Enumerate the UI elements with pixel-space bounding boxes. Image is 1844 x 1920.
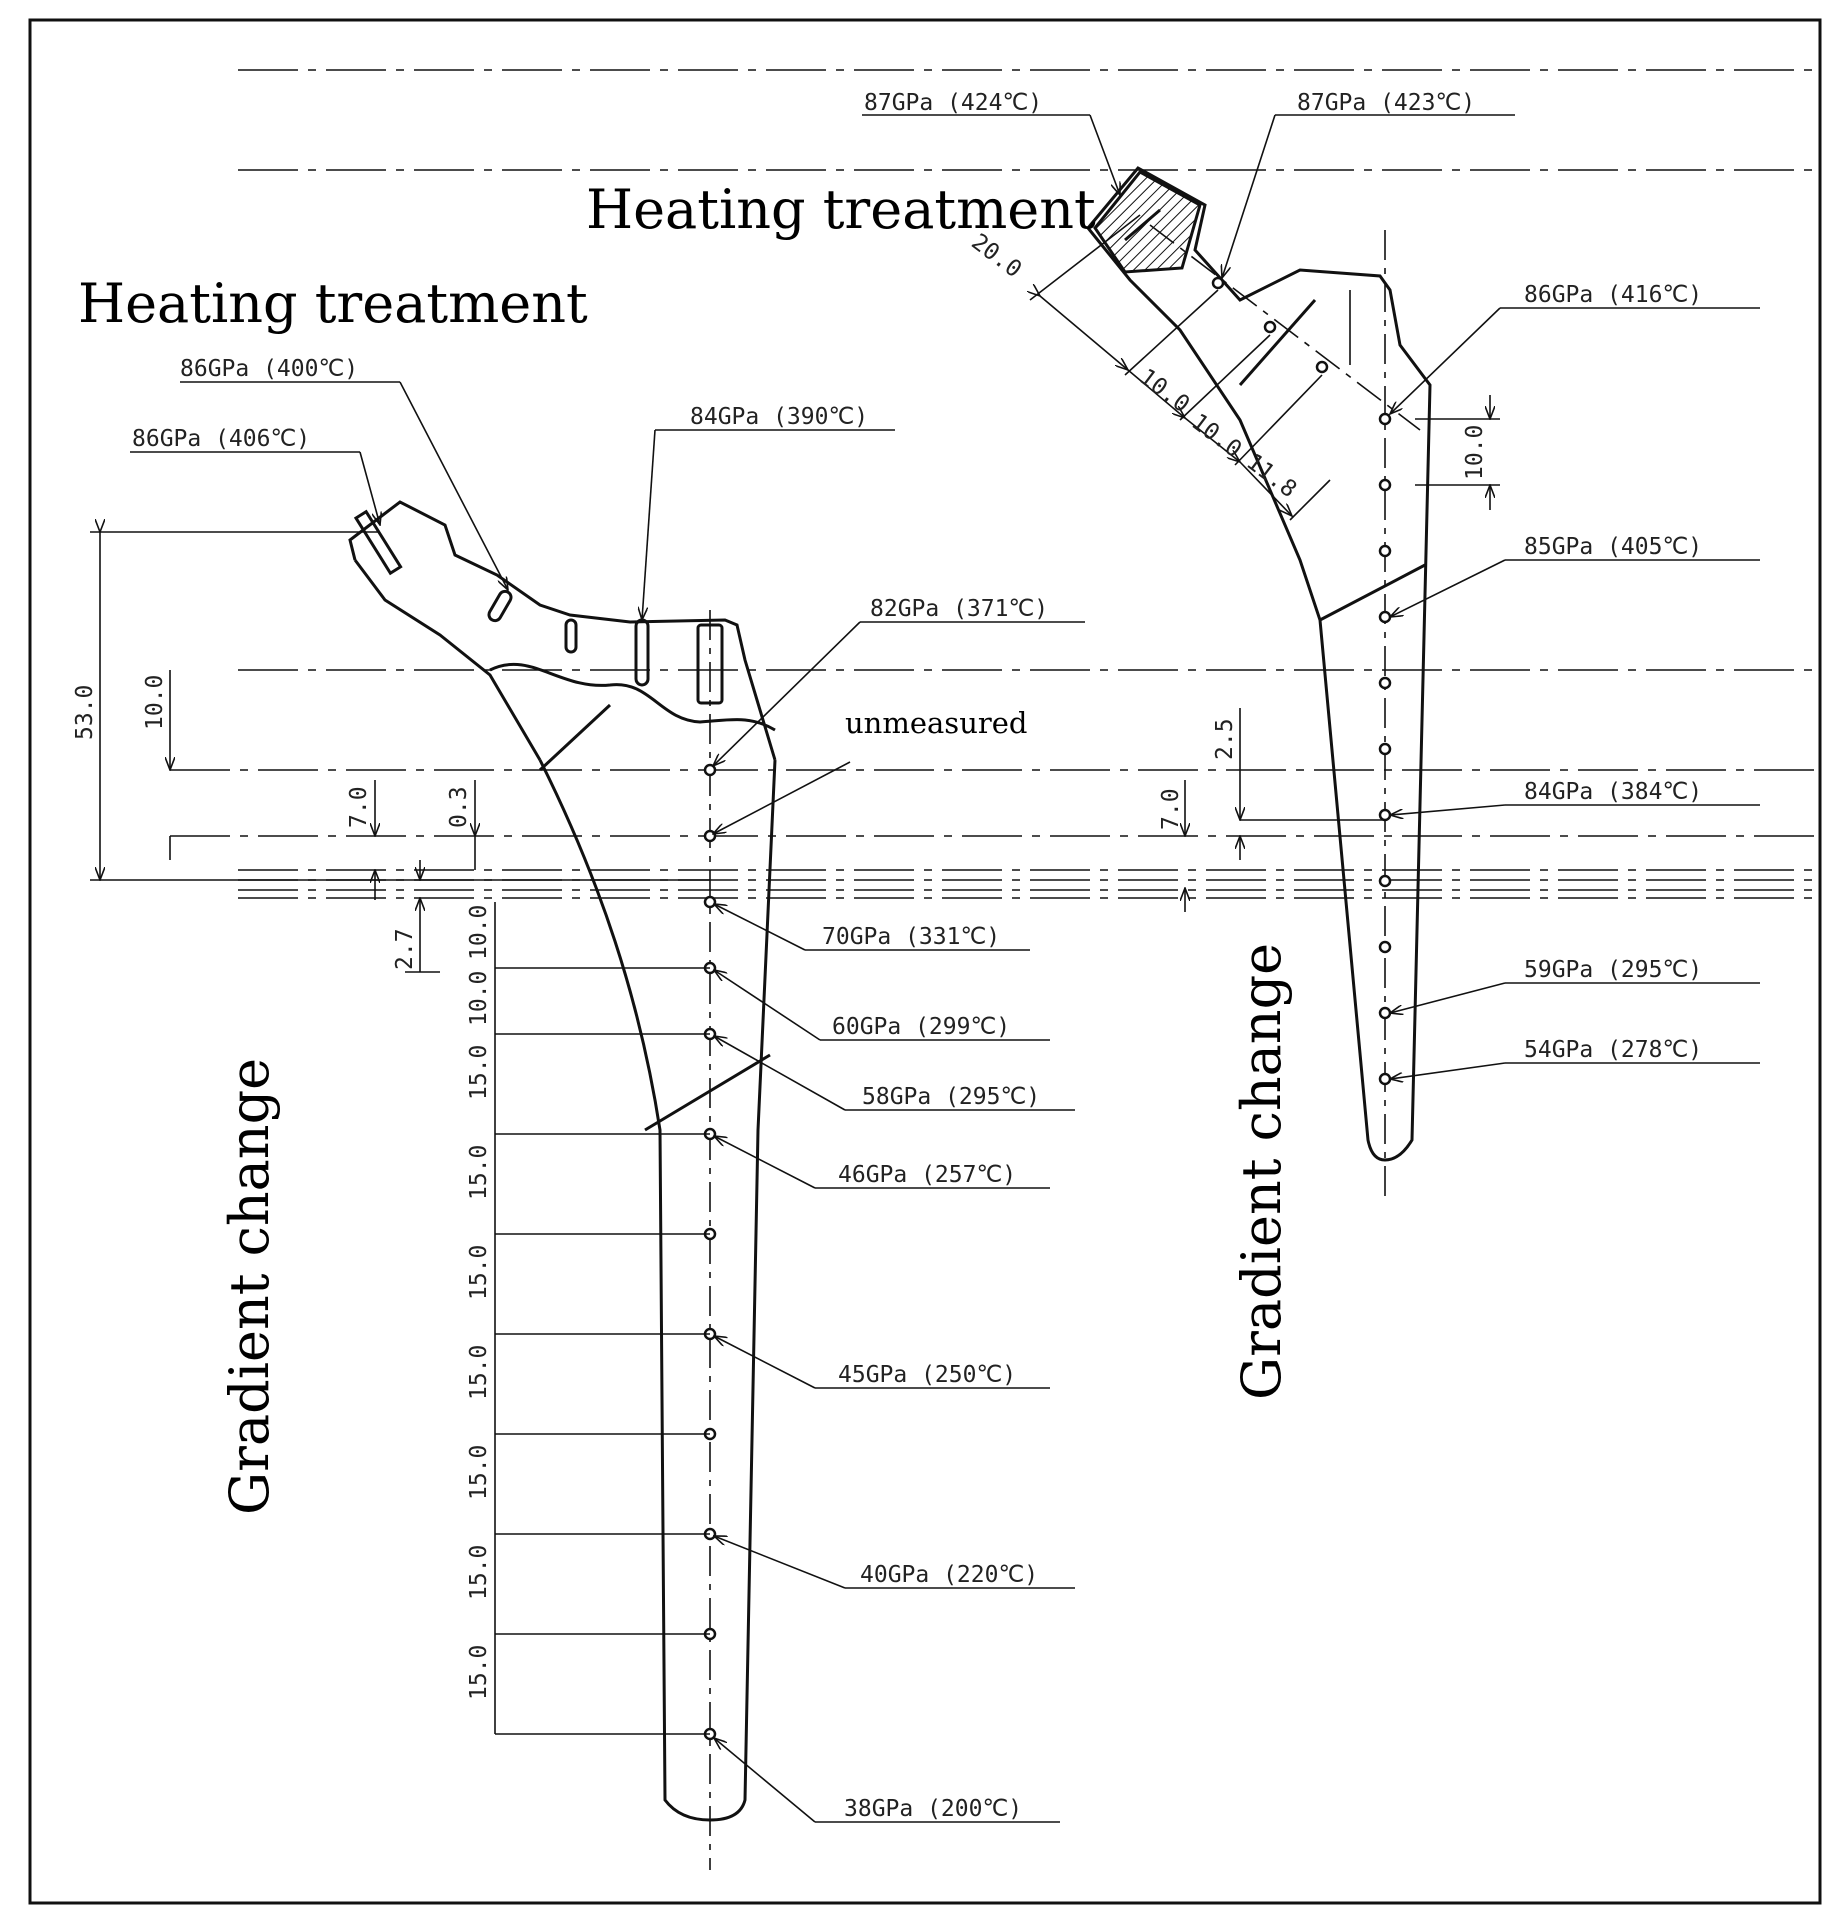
label-70-331: 70GPa (331℃)	[822, 924, 1000, 950]
label-59-295: 59GPa (295℃)	[1524, 957, 1702, 983]
dim-spacing-1: 10.0	[466, 905, 492, 960]
dim-spacing-3: 15.0	[466, 1045, 492, 1100]
gradient-change-left-title: Gradient change	[218, 1058, 281, 1515]
dim-10-left: 10.0	[142, 675, 168, 730]
dim-0-3: 0.3	[446, 786, 472, 828]
dim-53: 53.0	[72, 685, 98, 740]
label-40-220: 40GPa (220℃)	[860, 1562, 1038, 1588]
dim-spacing-9: 15.0	[466, 1645, 492, 1700]
reference-lines	[170, 69, 1820, 899]
dim-spacing-5: 15.0	[466, 1245, 492, 1300]
label-86-400: 86GPa (400℃)	[180, 356, 358, 382]
dim-7-right: 7.0	[1158, 788, 1184, 830]
unmeasured-note: unmeasured	[845, 706, 1027, 740]
label-58-295: 58GPa (295℃)	[862, 1084, 1040, 1110]
label-84-384: 84GPa (384℃)	[1524, 779, 1702, 805]
heating-treatment-left-title: Heating treatment	[78, 272, 588, 335]
heating-treatment-right-title: Heating treatment	[586, 178, 1096, 241]
label-46-257: 46GPa (257℃)	[838, 1162, 1016, 1188]
label-85-405: 85GPa (405℃)	[1524, 534, 1702, 560]
dim-10-a: 10.0	[1134, 364, 1194, 418]
dim-10-c: 10.0	[1462, 425, 1488, 480]
left-dimensions	[90, 532, 710, 1735]
right-measure-points	[1211, 276, 1392, 1086]
dim-7-left: 7.0	[346, 786, 372, 828]
dim-spacing-4: 15.0	[466, 1145, 492, 1200]
dim-spacing-6: 15.0	[466, 1345, 492, 1400]
right-stem	[1086, 166, 1432, 1200]
label-38-200: 38GPa (200℃)	[844, 1796, 1022, 1822]
label-87-423: 87GPa (423℃)	[1297, 90, 1475, 116]
dim-2-5: 2.5	[1212, 718, 1238, 760]
gradient-change-right-title: Gradient change	[1230, 943, 1293, 1400]
dim-spacing-7: 15.0	[466, 1445, 492, 1500]
right-leaders	[862, 114, 1760, 1079]
dim-2-7: 2.7	[392, 928, 418, 970]
label-86-416: 86GPa (416℃)	[1524, 282, 1702, 308]
right-dimensions	[1030, 214, 1500, 912]
label-84-390: 84GPa (390℃)	[690, 404, 868, 430]
dim-spacing-2: 10.0	[466, 971, 492, 1026]
label-60-299: 60GPa (299℃)	[832, 1014, 1010, 1040]
label-54-278: 54GPa (278℃)	[1524, 1037, 1702, 1063]
left-stem	[348, 500, 777, 1870]
label-87-424: 87GPa (424℃)	[864, 90, 1042, 116]
label-86-406: 86GPa (406℃)	[132, 426, 310, 452]
dim-spacing-8: 15.0	[466, 1545, 492, 1600]
label-45-250: 45GPa (250℃)	[838, 1362, 1016, 1388]
frame-border	[28, 18, 1822, 1905]
left-leaders	[130, 381, 1085, 1823]
label-82-371: 82GPa (371℃)	[870, 596, 1048, 622]
